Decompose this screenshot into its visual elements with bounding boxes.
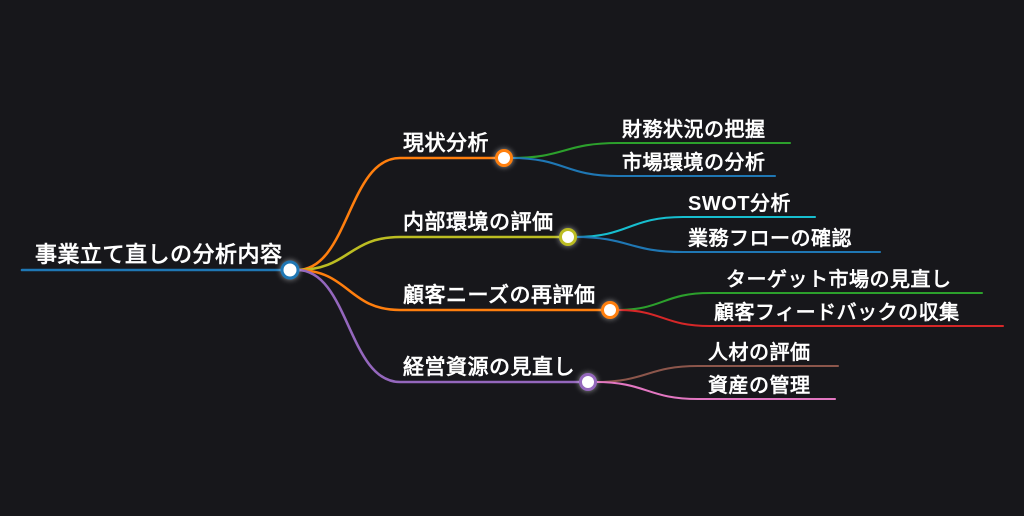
branch-internal-environment-evaluation-label: 内部環境の評価	[403, 210, 554, 234]
leaf-asset-management-label: 資産の管理	[708, 373, 811, 397]
leaf-swot-analysis-label: SWOT分析	[688, 192, 791, 215]
branch-management-resources-review-link	[295, 268, 582, 384]
leaf-asset-management-link	[593, 380, 837, 401]
branch-customer-needs-reevaluation-link	[295, 268, 604, 312]
branch-internal-environment-evaluation-link	[295, 235, 562, 272]
leaf-customer-feedback-label: 顧客フィードバックの収集	[714, 300, 960, 324]
leaf-target-market-label: ターゲット市場の見直し	[726, 267, 952, 291]
leaf-swot-analysis-link	[573, 215, 817, 239]
leaf-business-flow-link	[573, 235, 882, 254]
branch-management-resources-review-circle[interactable]	[579, 373, 597, 391]
leaf-customer-feedback-link	[615, 308, 1005, 328]
leaf-hr-evaluation-label: 人材の評価	[708, 340, 811, 364]
leaf-financial-status-label: 財務状況の把握	[622, 117, 766, 141]
root-label: 事業立て直しの分析内容	[35, 242, 283, 267]
leaf-business-flow-label: 業務フローの確認	[688, 226, 852, 250]
branch-current-situation-analysis-link	[295, 156, 498, 272]
branch-management-resources-review-label: 経営資源の見直し	[403, 355, 575, 379]
leaf-financial-status-link	[509, 141, 792, 160]
branch-current-situation-analysis-circle[interactable]	[495, 149, 513, 167]
leaf-market-environment-link	[509, 156, 777, 178]
branch-current-situation-analysis-label: 現状分析	[403, 131, 489, 155]
branch-customer-needs-reevaluation-circle[interactable]	[601, 301, 619, 319]
branch-customer-needs-reevaluation-label: 顧客ニーズの再評価	[403, 283, 595, 307]
branch-internal-environment-evaluation-circle[interactable]	[559, 228, 577, 246]
leaf-target-market-link	[615, 291, 984, 312]
leaf-market-environment-label: 市場環境の分析	[622, 150, 766, 174]
leaf-hr-evaluation-link	[593, 364, 840, 384]
root-node-circle[interactable]	[280, 260, 300, 280]
